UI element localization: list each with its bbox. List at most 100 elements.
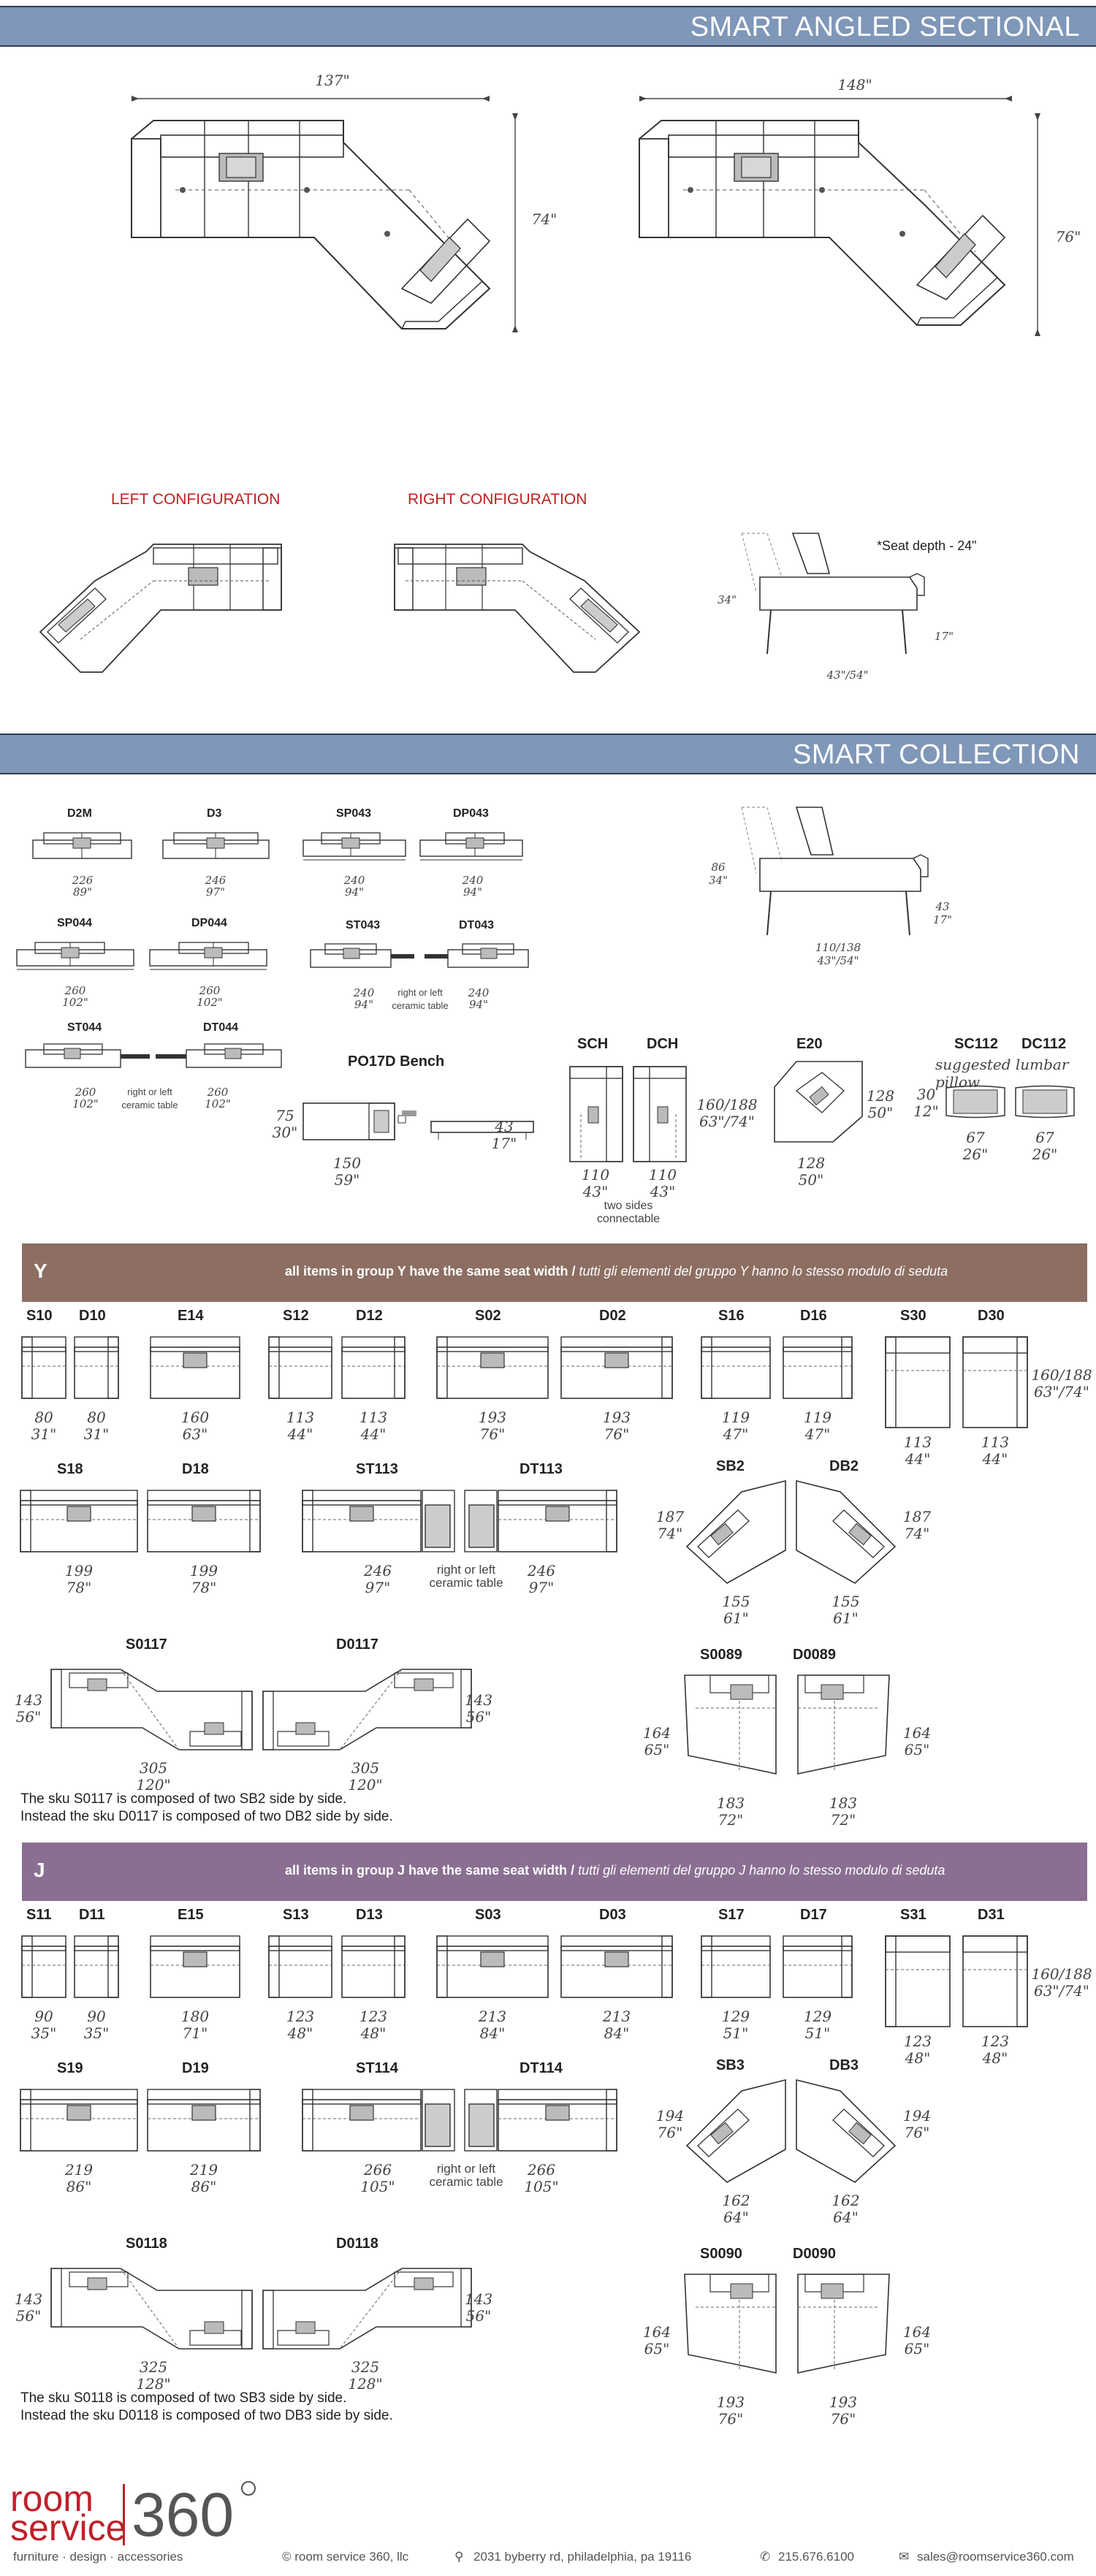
dt113-cm: 246 xyxy=(527,1562,556,1579)
s18-drawing xyxy=(20,1490,138,1552)
angled-left-depth: 74" xyxy=(531,210,557,228)
sku-s30: S30 xyxy=(900,1308,926,1324)
s31-in: 48" xyxy=(905,2049,931,2067)
d0118-cm: 325 xyxy=(351,2358,380,2376)
angled-right-width: 148" xyxy=(837,76,872,94)
sku-d0090: D0090 xyxy=(793,2246,836,2262)
e20-d2-in: 50" xyxy=(798,1171,824,1189)
d2m-cm: 226 xyxy=(72,874,94,887)
st113-drawing xyxy=(302,1490,455,1552)
side-profile-drawing xyxy=(741,533,925,655)
e15-drawing xyxy=(150,1935,240,1998)
s0090-h-in: 65" xyxy=(644,2340,670,2358)
sc112-w-in: 26" xyxy=(962,1146,989,1163)
d31-cm: 123 xyxy=(981,2032,1010,2050)
d0117-in: 120" xyxy=(348,1776,383,1794)
s0117-in: 120" xyxy=(136,1776,171,1794)
degree-icon xyxy=(241,2481,256,2496)
collection-side-profile-drawing xyxy=(741,807,929,936)
mail-icon: ✉ xyxy=(899,2550,910,2564)
sku-d10: D10 xyxy=(79,1308,106,1324)
db3-depth-in: 76" xyxy=(904,2124,930,2141)
sb3-depth: 194 xyxy=(655,2107,685,2125)
s17-in: 51" xyxy=(723,2024,749,2042)
s19-drawing xyxy=(20,2089,138,2152)
side-height-34: 34" xyxy=(718,593,737,606)
d0118-h-in: 56" xyxy=(465,2307,492,2325)
dt043-cm: 240 xyxy=(468,986,490,999)
s16-in: 47" xyxy=(723,1425,749,1443)
sb3-drawing xyxy=(685,2078,786,2183)
d30-in: 44" xyxy=(982,1450,1008,1468)
d0089-h: 164 xyxy=(902,1724,932,1742)
bench-w-in: 59" xyxy=(334,1171,360,1189)
s12-in: 44" xyxy=(287,1425,313,1443)
d13-cm: 123 xyxy=(359,2008,388,2025)
d13-in: 48" xyxy=(360,2024,387,2042)
dt114-cm: 266 xyxy=(527,2161,556,2179)
s19-in: 86" xyxy=(66,2178,92,2195)
dt043-in: 94" xyxy=(469,998,488,1011)
brand-room: room xyxy=(10,2478,94,2519)
side-height-17: 17" xyxy=(935,630,954,643)
group-j-bar: J all items in group J have the same sea… xyxy=(22,1843,1087,1901)
s0089-drawing xyxy=(684,1674,777,1775)
s02-drawing xyxy=(436,1336,549,1399)
s17-drawing xyxy=(701,1935,771,1998)
dp044-in: 102" xyxy=(197,996,223,1009)
sb3-depth-in: 76" xyxy=(657,2124,683,2141)
dt044-cm: 260 xyxy=(207,1086,229,1099)
email[interactable]: sales@roomservice360.com xyxy=(917,2550,1074,2564)
group-y-description: all items in group Y have the same seat … xyxy=(285,1264,948,1279)
sp043-drawing xyxy=(302,832,406,861)
s02-cm: 193 xyxy=(478,1409,507,1426)
s0089-cm: 183 xyxy=(716,1794,745,1812)
d03-drawing xyxy=(560,1935,673,1998)
d0117-drawing xyxy=(262,1669,472,1750)
pillow-drawing xyxy=(945,1085,1075,1119)
dp044-cm: 260 xyxy=(199,984,221,997)
sp044-drawing xyxy=(16,942,134,970)
sku-dt114: DT114 xyxy=(520,2060,563,2076)
angled-right-depth: 76" xyxy=(1055,228,1081,245)
angled-left-width: 137" xyxy=(315,72,350,89)
sku-s12: S12 xyxy=(283,1308,309,1324)
st113-cm: 246 xyxy=(363,1562,392,1579)
group-y-bar: Y all items in group Y have the same sea… xyxy=(22,1243,1087,1302)
d02-drawing xyxy=(560,1336,673,1399)
d03-cm: 213 xyxy=(602,2008,631,2025)
d17-cm: 129 xyxy=(803,2008,832,2025)
sku-dt044: DT044 xyxy=(203,1021,239,1034)
dp044-drawing xyxy=(149,942,267,970)
sku-s16: S16 xyxy=(718,1308,745,1324)
s0090-cm: 193 xyxy=(716,2393,745,2411)
d18-drawing xyxy=(147,1490,261,1552)
sch-width: 110 xyxy=(581,1166,610,1184)
s0118-h: 143 xyxy=(14,2290,43,2308)
brand-tagline: furniture · design · accessories xyxy=(13,2550,183,2564)
col-side-h2: 43 xyxy=(935,900,950,913)
s30-in: 44" xyxy=(905,1450,931,1468)
dc112-w-in: 26" xyxy=(1032,1146,1058,1163)
sp044-cm: 260 xyxy=(64,984,86,997)
s10-in: 31" xyxy=(31,1425,57,1443)
phone[interactable]: 215.676.6100 xyxy=(778,2550,854,2564)
bench-h2: 43 xyxy=(495,1118,514,1135)
d30-drawing xyxy=(962,1336,1028,1428)
d10-cm: 80 xyxy=(87,1409,106,1426)
db3-drawing xyxy=(796,2078,897,2183)
s17-cm: 129 xyxy=(721,2008,750,2025)
sku-sc112: SC112 xyxy=(954,1036,999,1052)
d0117-cm: 305 xyxy=(351,1759,380,1777)
col-side-h1-in: 34" xyxy=(709,874,728,887)
sch-width-in: 43" xyxy=(582,1183,609,1200)
e20-d2: 128 xyxy=(796,1154,826,1172)
sku-s0090: S0090 xyxy=(700,2246,742,2262)
s11-in: 35" xyxy=(31,2024,57,2042)
dt044-in: 102" xyxy=(205,1097,231,1110)
group_y-note-2: Instead the sku D0117 is composed of two… xyxy=(20,1809,393,1824)
sp043-cm: 240 xyxy=(343,874,365,887)
sku-e15: E15 xyxy=(178,1907,204,1923)
s30-drawing xyxy=(885,1336,951,1428)
d10-drawing xyxy=(74,1336,119,1399)
